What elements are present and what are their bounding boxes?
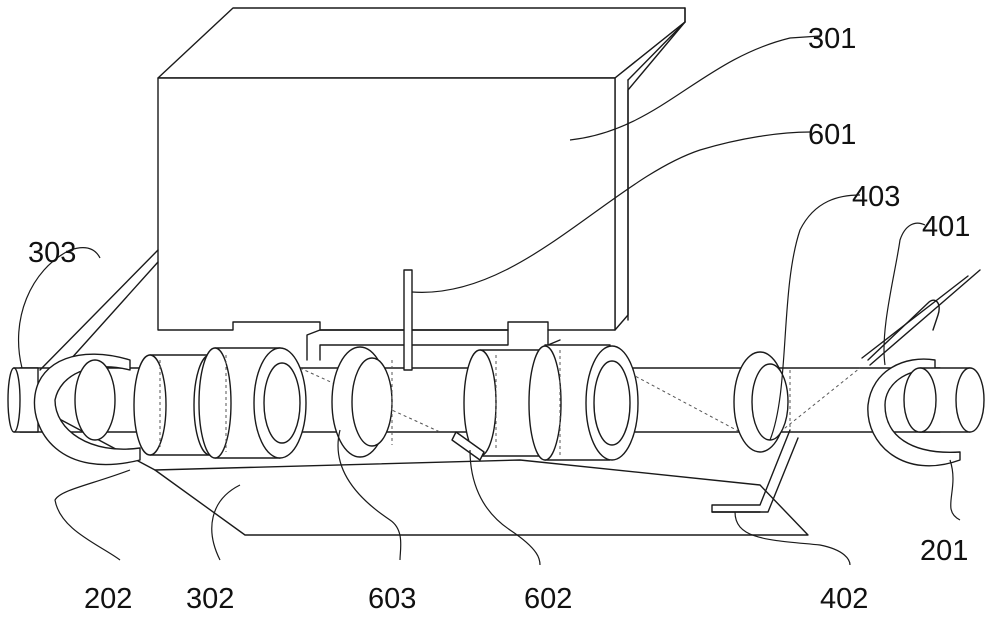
box-301 bbox=[157, 7, 686, 361]
collars bbox=[133, 344, 791, 461]
label-602: 602 bbox=[524, 583, 572, 615]
leader-lines bbox=[18, 35, 961, 566]
label-403: 403 bbox=[852, 181, 900, 213]
lever-402 bbox=[711, 429, 799, 513]
label-201: 201 bbox=[920, 535, 968, 567]
label-401: 401 bbox=[922, 211, 970, 243]
label-402: 402 bbox=[820, 583, 868, 615]
pin-602 bbox=[451, 431, 485, 461]
label-202: 202 bbox=[84, 583, 132, 615]
pin-601 bbox=[403, 269, 413, 371]
label-301: 301 bbox=[808, 23, 856, 55]
lever-401 bbox=[861, 269, 981, 366]
shaft-left-end bbox=[7, 367, 39, 433]
label-603: 603 bbox=[368, 583, 416, 615]
label-302: 302 bbox=[186, 583, 234, 615]
label-303: 303 bbox=[28, 237, 76, 269]
clip-202 bbox=[33, 353, 141, 466]
label-601: 601 bbox=[808, 119, 856, 151]
clip-201 bbox=[867, 358, 985, 467]
